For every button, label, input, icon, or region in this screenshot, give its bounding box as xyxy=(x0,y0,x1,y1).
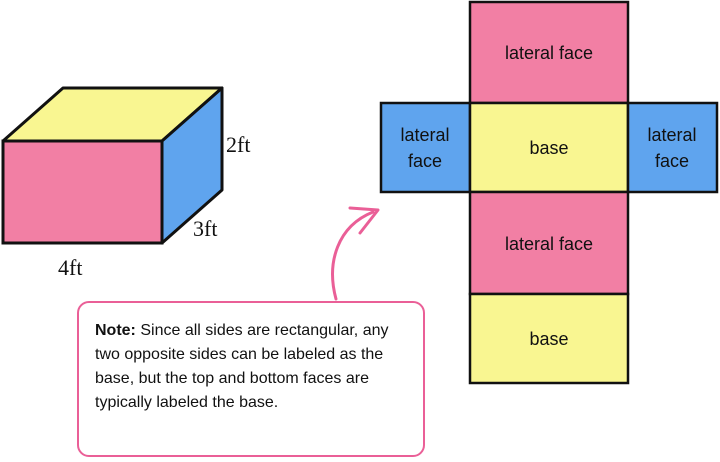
depth-label: 3ft xyxy=(193,216,217,241)
note-box: Note: Since all sides are rectangular, a… xyxy=(77,301,425,457)
net-right-label-line1: lateral xyxy=(647,125,696,145)
note-heading: Note: xyxy=(95,322,136,339)
net-left-label-line2: face xyxy=(408,151,442,171)
pointer-arrowhead xyxy=(348,206,380,235)
net-right-lateral-face xyxy=(626,101,719,194)
net-center-base xyxy=(468,101,630,194)
net-lower-lateral-face xyxy=(468,190,630,296)
prism-front-face xyxy=(1,139,164,245)
net-top-lateral-face xyxy=(468,0,630,105)
height-label: 2ft xyxy=(226,132,250,157)
note-body: Since all sides are rectangular, any two… xyxy=(95,322,389,411)
width-label: 4ft xyxy=(58,255,82,280)
prism-net xyxy=(379,0,719,385)
net-top-label: lateral face xyxy=(505,43,593,63)
net-left-label-line1: lateral xyxy=(400,125,449,145)
net-center-label: base xyxy=(529,138,568,158)
net-left-lateral-face xyxy=(379,101,472,194)
rectangular-prism xyxy=(1,86,224,245)
net-lower-label: lateral face xyxy=(505,234,593,254)
net-bottom-label: base xyxy=(529,329,568,349)
net-bottom-base xyxy=(468,292,630,385)
net-right-label-line2: face xyxy=(655,151,689,171)
pointer-arrow xyxy=(331,210,375,301)
